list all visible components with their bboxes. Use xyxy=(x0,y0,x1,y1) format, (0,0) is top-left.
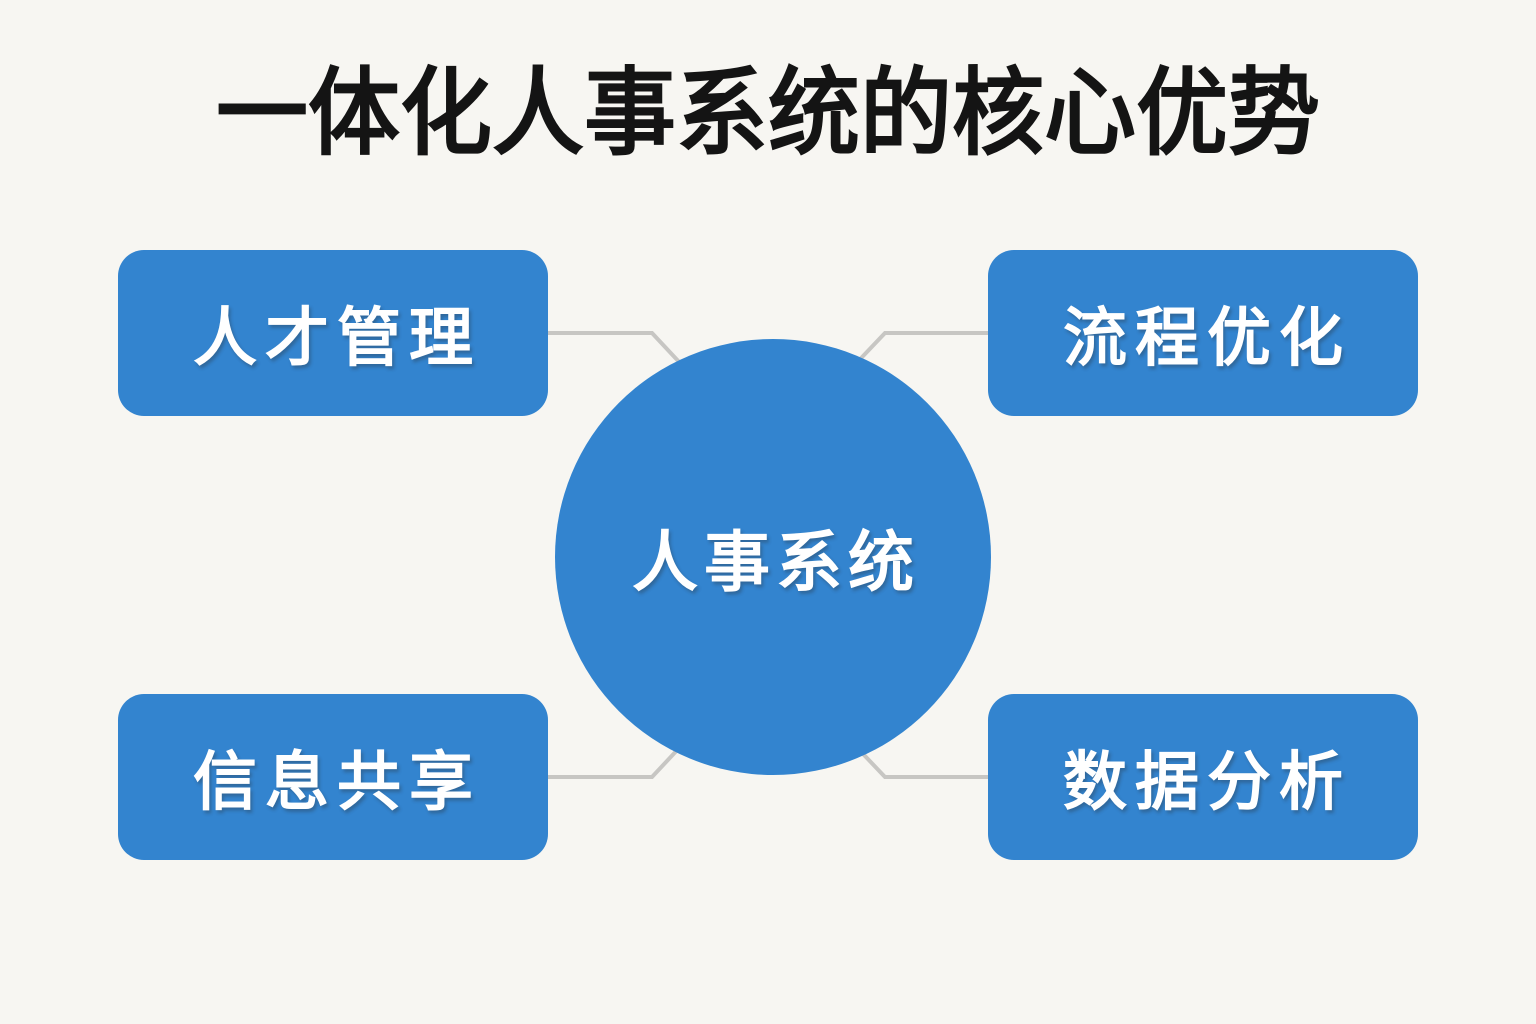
center-node-label: 人事系统 xyxy=(632,525,920,599)
node-information-sharing: 信息共享 xyxy=(118,694,548,860)
node-information-sharing-label: 信息共享 xyxy=(193,746,481,818)
node-process-optimization-label: 流程优化 xyxy=(1063,302,1351,374)
node-process-optimization: 流程优化 xyxy=(988,250,1418,416)
center-node-hr-system: 人事系统 xyxy=(555,339,991,775)
node-talent-management: 人才管理 xyxy=(118,250,548,416)
node-data-analysis: 数据分析 xyxy=(988,694,1418,860)
page-title: 一体化人事系统的核心优势 xyxy=(215,60,1320,168)
node-talent-management-label: 人才管理 xyxy=(193,302,481,374)
node-data-analysis-label: 数据分析 xyxy=(1063,746,1351,818)
